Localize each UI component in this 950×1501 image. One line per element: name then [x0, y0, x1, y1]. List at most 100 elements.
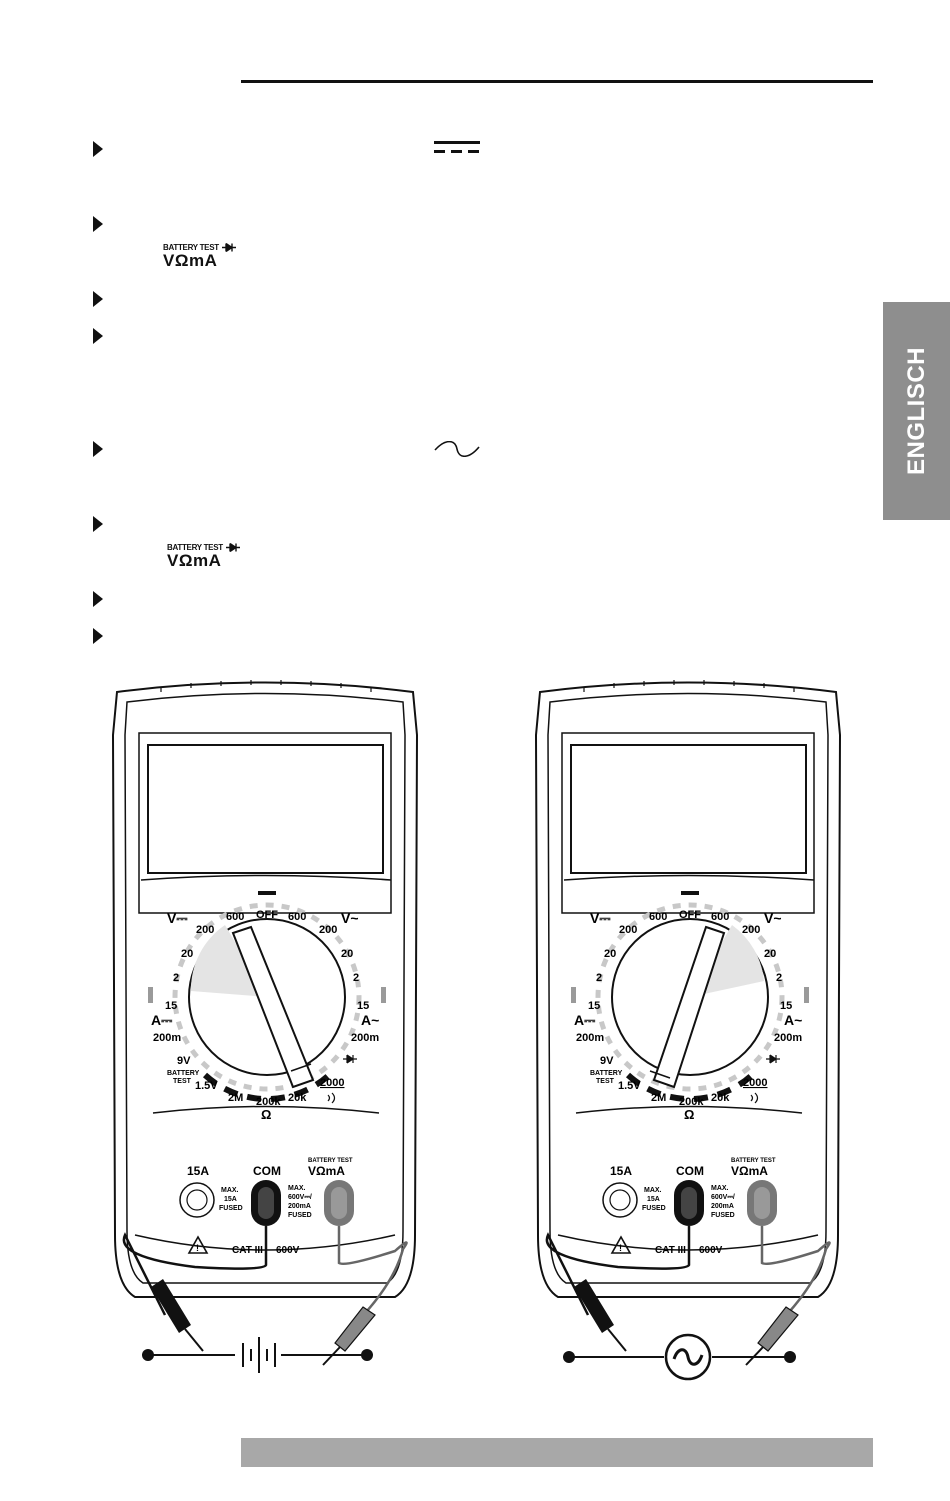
- svg-text:!: !: [196, 1243, 199, 1253]
- dial-label: BATTERY: [590, 1070, 623, 1077]
- dial-label: 15: [165, 1000, 177, 1012]
- terminal-spec: 200mA: [288, 1203, 311, 1210]
- bottom-bar: [241, 1438, 873, 1467]
- dial-label: 200m: [576, 1032, 604, 1044]
- dial-label: TEST: [173, 1078, 192, 1085]
- dc-voltage-icon: [434, 141, 480, 153]
- cat-rating: 600V: [276, 1245, 300, 1256]
- diode-icon: [343, 1054, 357, 1064]
- terminal-label: COM: [253, 1164, 281, 1178]
- dial-label: 200: [742, 924, 760, 936]
- bullet-marker: [93, 328, 103, 344]
- dial-label: 15: [780, 1000, 792, 1012]
- dial-label: 200: [196, 924, 214, 936]
- dial-label: 20k: [288, 1092, 307, 1104]
- terminal-label: 15A: [187, 1164, 209, 1178]
- multimeter-dc-illustration: OFF 600 200 20 2 15 200m 9V BATTERY TEST…: [111, 680, 419, 1373]
- dial-label: Ω: [684, 1107, 694, 1122]
- dial-label: BATTERY: [167, 1070, 200, 1077]
- dial-label: 200k: [679, 1096, 704, 1108]
- language-tab-label: ENGLISCH: [902, 346, 930, 476]
- dial-label: 15: [357, 1000, 369, 1012]
- dial-label: 20: [764, 948, 776, 960]
- dial-label: V~: [341, 910, 359, 926]
- terminal-spec: FUSED: [711, 1212, 735, 1219]
- dial-label: Ω: [261, 1107, 271, 1122]
- dial-label: 2: [173, 972, 179, 984]
- continuity-icon: [750, 1092, 759, 1104]
- cat-rating: CAT III: [655, 1245, 686, 1256]
- dial-label: 2000: [743, 1077, 767, 1089]
- terminal-spec: 600V⎓/: [288, 1194, 312, 1201]
- dial-label: 200m: [774, 1032, 802, 1044]
- cat-rating: 600V: [699, 1245, 723, 1256]
- terminal-label: BATTERY TEST: [308, 1158, 353, 1164]
- cat-rating: CAT III: [232, 1245, 263, 1256]
- dial-label: 200m: [153, 1032, 181, 1044]
- terminal-label-icon: BATTERY TEST VΩmA: [167, 543, 247, 569]
- dial-label: 2: [353, 972, 359, 984]
- dial-label: 15: [588, 1000, 600, 1012]
- diode-icon: [225, 543, 240, 552]
- dial-label: 2M: [228, 1092, 243, 1104]
- terminal-spec: 200mA: [711, 1203, 734, 1210]
- dial-label: 2M: [651, 1092, 666, 1104]
- dial-label: A~: [784, 1012, 802, 1028]
- dial-label: 20k: [711, 1092, 730, 1104]
- dial-label: 200: [319, 924, 337, 936]
- diode-icon: [766, 1054, 780, 1064]
- svg-text:!: !: [619, 1243, 622, 1253]
- terminal-label: BATTERY TEST: [731, 1158, 776, 1164]
- terminal-spec: FUSED: [288, 1212, 312, 1219]
- battery-test-label: BATTERY TEST: [167, 543, 223, 552]
- terminal-spec: MAX.: [644, 1187, 662, 1194]
- dial-label: V⎓: [167, 910, 188, 926]
- dial-label: A⎓: [574, 1012, 596, 1028]
- bullet-marker: [93, 291, 103, 307]
- dial-label: 600: [226, 911, 244, 923]
- v-ohm-ma-label: VΩmA: [163, 251, 218, 270]
- bullet-marker: [93, 628, 103, 644]
- terminal-label: VΩmA: [731, 1164, 768, 1178]
- terminal-spec: FUSED: [219, 1205, 243, 1212]
- terminal-spec: 600V⎓/: [711, 1194, 735, 1201]
- dial-label: TEST: [596, 1078, 615, 1085]
- continuity-icon: [327, 1092, 336, 1104]
- terminal-spec: MAX.: [221, 1187, 239, 1194]
- warning-icon: [610, 1235, 632, 1254]
- dial-label: 200: [619, 924, 637, 936]
- multimeter-ac-illustration: OFF 600 200 20 2 15 200m 9V BATTERY TEST…: [534, 680, 842, 1381]
- terminal-spec: MAX.: [288, 1185, 306, 1192]
- bullet-marker: [93, 516, 103, 532]
- terminal-spec: 15A: [647, 1196, 660, 1203]
- dial-label: 2000: [320, 1077, 344, 1089]
- v-ohm-ma-label: VΩmA: [167, 551, 222, 570]
- dial-label-off: OFF: [256, 909, 278, 921]
- dial-label: 1.5V: [195, 1080, 218, 1092]
- dial-label: 1.5V: [618, 1080, 641, 1092]
- ac-voltage-icon: [434, 441, 480, 457]
- terminal-label-icon: BATTERY TEST VΩmA: [163, 243, 243, 269]
- dial-label: 20: [341, 948, 353, 960]
- battery-symbol: [242, 1337, 276, 1373]
- dial-label: 600: [288, 911, 306, 923]
- dial-label: 9V: [177, 1055, 191, 1067]
- dial-label: 600: [711, 911, 729, 923]
- dial-label: V~: [764, 910, 782, 926]
- bullet-marker: [93, 141, 103, 157]
- battery-test-label: BATTERY TEST: [163, 243, 219, 252]
- warning-icon: [187, 1235, 209, 1254]
- dial-label: A⎓: [151, 1012, 173, 1028]
- dial-label: 20: [604, 948, 616, 960]
- terminal-spec: 15A: [224, 1196, 237, 1203]
- dial-label: 2: [596, 972, 602, 984]
- language-tab: ENGLISCH: [883, 302, 950, 520]
- dial-label-off: OFF: [679, 909, 701, 921]
- terminal-label: VΩmA: [308, 1164, 345, 1178]
- terminal-spec: FUSED: [642, 1205, 666, 1212]
- dial-label: 2: [776, 972, 782, 984]
- dial-label: V⎓: [590, 910, 611, 926]
- dial-label: 600: [649, 911, 667, 923]
- dial-label: 200m: [351, 1032, 379, 1044]
- diode-icon: [221, 243, 236, 252]
